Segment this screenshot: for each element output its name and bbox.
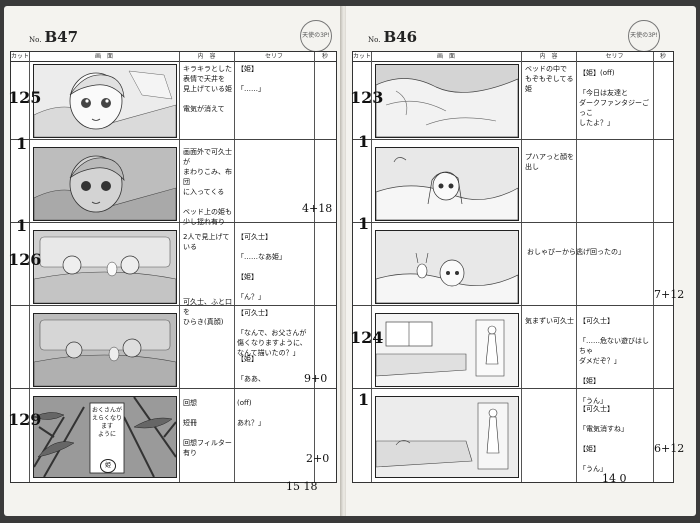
storyboard-page-b46: No.B46 天使の3P! カット 画 面 内 容 セリフ 秒 <box>346 6 696 516</box>
row5-content: 可久士、ふと口を ひらき(真顔) <box>183 298 232 326</box>
col-seconds: 秒 <box>653 52 673 62</box>
hw-total: 15 18 <box>286 480 318 493</box>
panel-cut-126 <box>33 230 177 304</box>
col-picture: 画 面 <box>371 52 521 62</box>
row4-content: 気まずい可久士 <box>525 317 574 325</box>
row3-dialogue: 【可久士】 「……なあ姫」 <box>237 233 286 261</box>
no-label: No. <box>29 36 42 44</box>
panel-cut-1c <box>375 396 519 478</box>
row2-content: 画面外で可久士が まわりこみ、布団 に入ってくる ベッド上の姫も 少し揺れ有り <box>183 148 232 226</box>
row5-dialogue: 【可久士】 「なんで、お父さんが 傷くなりますように、 なんて描いたの？」 <box>237 309 307 357</box>
row7-dialogue: (off) あれ？」 <box>237 399 265 427</box>
panel-cut-125 <box>33 64 177 138</box>
no-label: No. <box>368 36 381 44</box>
row2-content: プハアっと顔を出し <box>525 153 574 171</box>
panel-cut-1a <box>375 147 519 221</box>
storyboard-sheet: カット 画 面 内 容 セリフ 秒 おくさんが えらくなります <box>10 51 337 483</box>
page-number: No.B47 <box>29 28 78 46</box>
row1-dialogue: 【姫】 「……」 <box>237 65 265 93</box>
row3-dialogue: おしゃぴーから逃げ回ったの」 <box>527 248 625 256</box>
col-cut: カット <box>11 53 30 62</box>
row1-dialogue: 【姫】(off) 「今日は友達と ダークファンタジーごっこ したよ？」 <box>579 69 649 127</box>
page-no: B47 <box>44 28 79 46</box>
page-no: B46 <box>383 28 418 46</box>
hw-cut-1c: 1 <box>358 390 370 409</box>
row3-content: 2人で見上げている <box>183 233 230 251</box>
hw-time-7-12: 7+12 <box>654 288 685 301</box>
hw-cut-124: 124 <box>350 328 384 347</box>
row1-content: キラキラとした 表情で天井を 見上げている姫 電気が消えて <box>183 65 232 113</box>
hw-cut-123: 123 <box>350 88 384 107</box>
col-dialogue: セリフ <box>576 52 653 62</box>
hw-cut-1a: 1 <box>358 132 370 151</box>
hw-time-4-18: 4+18 <box>302 202 333 215</box>
panel-cut-126-b <box>33 313 177 387</box>
col-content: 内 容 <box>179 52 234 62</box>
hw-cut-126: 126 <box>8 250 42 269</box>
hw-cut-125: 125 <box>8 88 42 107</box>
panel-cut-1b <box>375 230 519 304</box>
col-seconds: 秒 <box>314 52 336 62</box>
tanzaku-signature: 姫 <box>100 459 116 473</box>
panel-cut-123 <box>375 64 519 138</box>
hw-time-6-12: 6+12 <box>654 442 685 455</box>
hw-cut-129: 129 <box>8 410 42 429</box>
production-stamp: 天使の3P! <box>628 20 660 52</box>
col-dialogue: セリフ <box>234 52 314 62</box>
col-cut: カット <box>353 53 372 62</box>
page-number: No.B46 <box>368 28 417 46</box>
panel-cut-129: おくさんが えらくなります ように 姫 <box>33 396 177 478</box>
row4-dialogue: 【可久士】 「……危ない遊びはしちゃ ダメだぞ？」 【姫】 「うん」 <box>579 317 649 405</box>
hw-total: 14 0 <box>602 472 627 485</box>
hw-time-9-0: 9+0 <box>304 372 328 385</box>
row1-content: ベッドの中で もぞもぞしてる姫 <box>525 65 574 93</box>
storyboard-page-b47: No.B47 天使の3P! カット 画 面 内 容 セリフ 秒 <box>4 6 342 516</box>
hw-cut-1b: 1 <box>16 216 28 235</box>
row4-dialogue: 【姫】 「ん？」 <box>237 273 265 301</box>
panel-cut-124 <box>375 313 519 387</box>
col-content: 内 容 <box>521 52 576 62</box>
book-gutter <box>340 6 348 516</box>
hw-cut-1b: 1 <box>358 214 370 233</box>
hw-cut-1a: 1 <box>16 134 28 153</box>
tanzaku-wish-text: おくさんが えらくなります ように <box>92 407 123 438</box>
row5-dialogue: 【可久士】 「電気消すね」 【姫】 「うん」 <box>579 405 628 473</box>
panel-cut-125-b <box>33 147 177 221</box>
row6-dialogue: 【姫】 「ああ、 <box>237 355 265 383</box>
col-picture: 画 面 <box>29 52 179 62</box>
production-stamp: 天使の3P! <box>300 20 332 52</box>
storyboard-sheet: カット 画 面 内 容 セリフ 秒 ベッドの中で もぞも <box>352 51 674 483</box>
hw-time-2-0: 2+0 <box>306 452 330 465</box>
row7-content: 回想 短冊 回想フィルター有り <box>183 399 232 457</box>
